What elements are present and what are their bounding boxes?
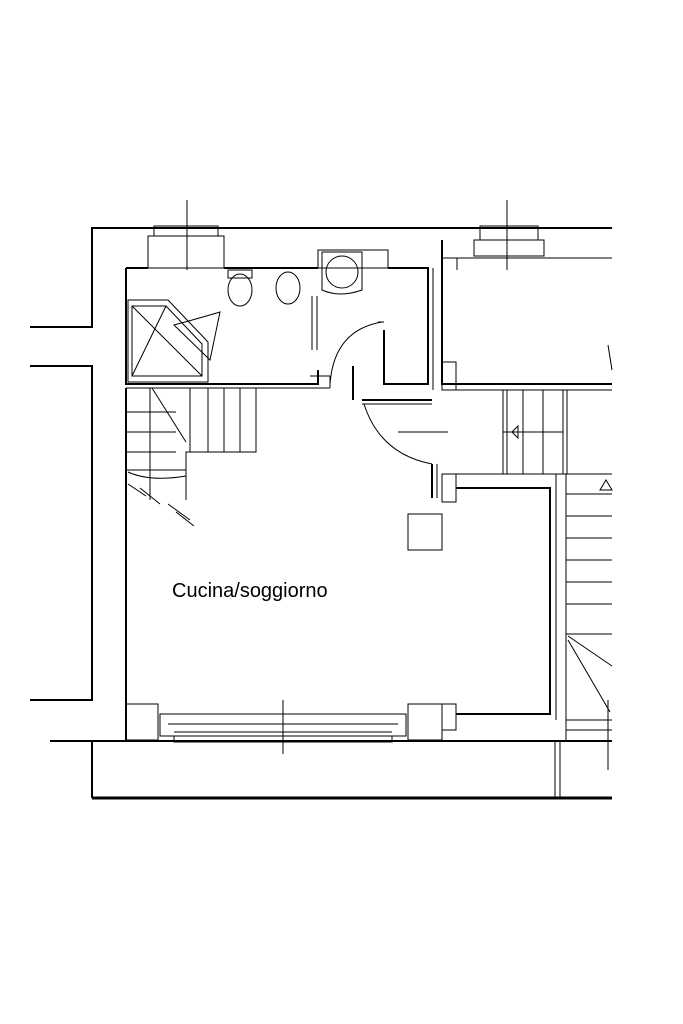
- bathroom: [125, 249, 434, 390]
- room-label-cucina-soggiorno: Cucina/soggiorno: [172, 580, 328, 602]
- living-room-walls: [125, 388, 457, 741]
- bottom-window: [159, 700, 407, 754]
- door-bathroom: [329, 321, 384, 400]
- right-room: [441, 240, 613, 391]
- door-hall: [362, 399, 448, 465]
- exterior-walls: [30, 227, 612, 800]
- right-stairs-upper: [502, 390, 568, 474]
- top-window-left: [147, 200, 225, 270]
- right-stairs-lower: [565, 474, 613, 770]
- right-partition: [407, 464, 612, 720]
- top-window-right: [473, 200, 545, 270]
- left-stairs: [126, 387, 257, 527]
